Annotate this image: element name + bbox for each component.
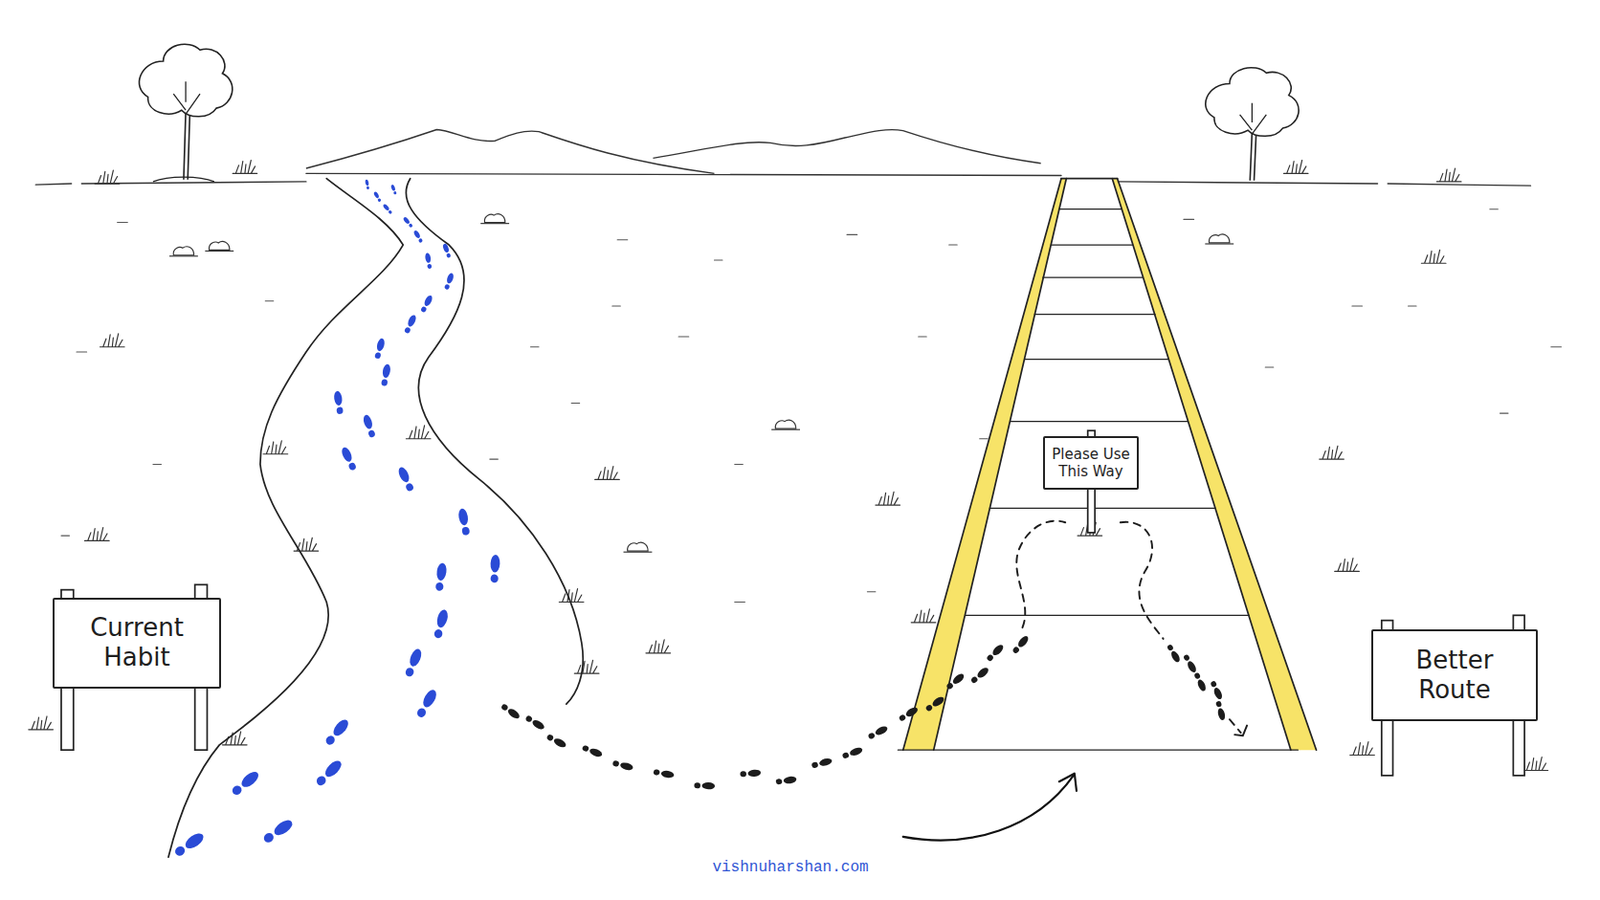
sign-posts bbox=[61, 430, 1525, 777]
pebbles bbox=[169, 214, 1234, 553]
mountains bbox=[306, 129, 1042, 174]
habit-sign: Current Habit bbox=[52, 598, 222, 689]
road bbox=[897, 178, 1316, 751]
sign-text: Please Use This Way bbox=[1050, 445, 1132, 481]
instruction-sign: Please Use This Way bbox=[1043, 436, 1139, 490]
habit-footprints bbox=[173, 179, 501, 860]
sign-text: Current Habit bbox=[66, 613, 208, 673]
route-sign: Better Route bbox=[1371, 629, 1538, 722]
new-footprints bbox=[500, 634, 1227, 790]
sign-text: Better Route bbox=[1384, 645, 1525, 706]
detour-dashes bbox=[1016, 521, 1247, 737]
grass-tufts bbox=[28, 160, 1549, 772]
watermark: vishnuharshan.com bbox=[711, 859, 868, 877]
ground-dashes bbox=[61, 209, 1562, 603]
horizon bbox=[35, 173, 1531, 186]
worn-path bbox=[168, 178, 583, 858]
redirect-arrow bbox=[903, 774, 1077, 842]
tree bbox=[1205, 67, 1299, 181]
tree bbox=[138, 44, 232, 182]
